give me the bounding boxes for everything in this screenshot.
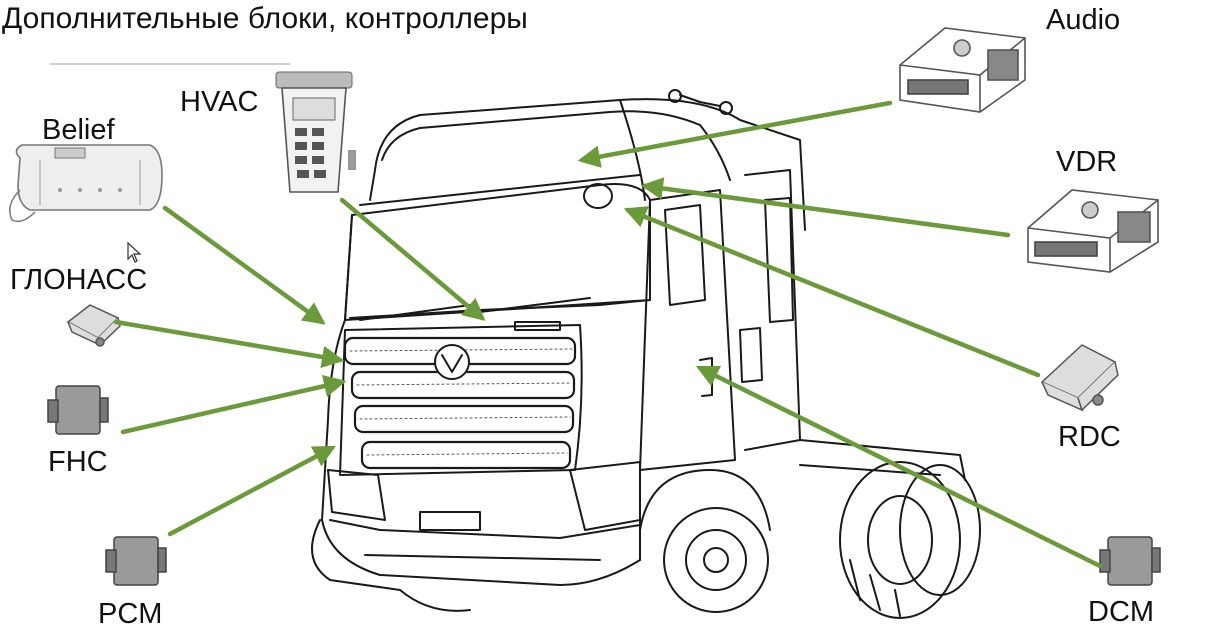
label-fhc: FHC — [48, 446, 108, 478]
arrow-dcm — [695, 365, 1103, 569]
truck-illustration — [311, 89, 981, 619]
arrow-glonass — [113, 319, 345, 369]
arrow-fhc — [120, 375, 347, 435]
title-underline — [50, 63, 290, 65]
heater-icon — [9, 144, 163, 223]
label-dcm: DCM — [1088, 596, 1155, 628]
arrow-hvac — [339, 197, 486, 321]
arrow-belief — [162, 205, 326, 325]
connector-arrows — [113, 100, 1103, 569]
glonass-sensor-icon — [66, 304, 121, 347]
arrow-audio — [577, 100, 893, 168]
fhc-module-icon — [47, 385, 109, 435]
dcm-module-icon — [1099, 536, 1161, 586]
label-belief: Belief — [42, 114, 115, 146]
label-pcm: PCM — [98, 598, 163, 630]
arrow-rdc — [623, 206, 1041, 378]
vdr-unit-icon — [1027, 189, 1159, 273]
hvac-panel-icon — [275, 71, 356, 193]
cursor-icon — [127, 242, 142, 263]
label-glonass: ГЛОНАСС — [10, 264, 148, 296]
arrow-pcm — [167, 445, 336, 537]
audio-unit-icon — [899, 27, 1026, 113]
rdc-sensor-icon — [1040, 344, 1119, 412]
label-vdr: VDR — [1056, 146, 1118, 178]
pcm-module-icon — [105, 536, 167, 586]
label-rdc: RDC — [1058, 421, 1121, 453]
label-audio: Audio — [1046, 4, 1121, 36]
page-title: Дополнительные блоки, контроллеры — [2, 2, 528, 35]
label-hvac: HVAC — [180, 86, 259, 118]
arrow-vdr — [640, 177, 1011, 238]
